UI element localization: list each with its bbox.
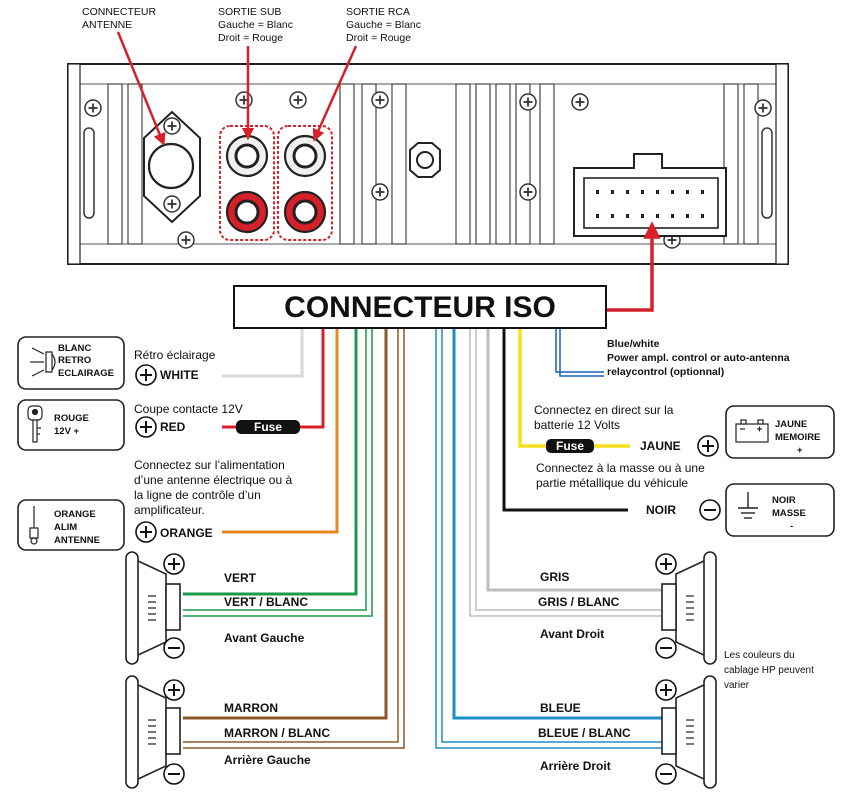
antenna-icon bbox=[29, 506, 39, 545]
rr-wire2: BLEUE / BLANC bbox=[538, 726, 631, 740]
rl-plus-icon bbox=[163, 679, 185, 701]
antenna-label-line2: ANTENNE bbox=[82, 19, 132, 31]
antenna-callout: CONNECTEUR ANTENNE bbox=[82, 6, 166, 146]
fr-name: Avant Droit bbox=[540, 627, 604, 641]
speaker-front-right bbox=[655, 551, 717, 665]
rouge-12v-box: ROUGE 12V + bbox=[17, 399, 125, 451]
yellow-label: JAUNE bbox=[640, 439, 681, 453]
noir-line3: - bbox=[790, 521, 793, 532]
key-icon bbox=[27, 405, 43, 443]
antenna-label-line1: CONNECTEUR bbox=[82, 6, 157, 18]
iso-connector-box: CONNECTEUR ISO bbox=[233, 285, 607, 329]
rca-label-line3: Droit = Rouge bbox=[346, 32, 411, 44]
sub-label-line3: Droit = Rouge bbox=[218, 32, 283, 44]
fr-plus-icon bbox=[655, 553, 677, 575]
ground-icon bbox=[738, 492, 758, 519]
iso-title: CONNECTEUR ISO bbox=[284, 291, 556, 324]
speaker-rear-left bbox=[125, 675, 185, 789]
rr-minus-icon bbox=[655, 763, 677, 785]
orange-desc-1: Connectez sur l’alimentation bbox=[134, 458, 285, 472]
yellow-desc-1: Connectez en direct sur la bbox=[534, 403, 674, 417]
black-desc-1: Connectez à la masse ou à une bbox=[536, 461, 705, 475]
rr-name: Arrière Droit bbox=[540, 759, 611, 773]
noir-line2: MASSE bbox=[772, 508, 806, 519]
fr-wire2: GRIS / BLANC bbox=[538, 595, 620, 609]
noir-masse-box: NOIR MASSE - bbox=[725, 483, 835, 537]
rl-minus-icon bbox=[163, 763, 185, 785]
orange-desc-3: la ligne de contrôle d’un bbox=[134, 488, 261, 502]
ground-bolt bbox=[409, 142, 441, 178]
rca-label-line2: Gauche = Blanc bbox=[346, 19, 421, 31]
fl-minus-icon bbox=[163, 637, 185, 659]
sub-callout: SORTIE SUB Gauche = Blanc Droit = Rouge bbox=[218, 6, 293, 141]
sub-label-line2: Gauche = Blanc bbox=[218, 19, 293, 31]
rca-label-line1: SORTIE RCA bbox=[346, 6, 410, 18]
iso-socket bbox=[573, 153, 727, 237]
rr-wire1: BLEUE bbox=[540, 701, 581, 715]
fr-wire1: GRIS bbox=[540, 570, 569, 584]
rl-wire2: MARRON / BLANC bbox=[224, 726, 330, 740]
fl-plus-icon bbox=[163, 553, 185, 575]
white-label: WHITE bbox=[160, 368, 199, 382]
black-label: NOIR bbox=[646, 503, 676, 517]
rca-callout: SORTIE RCA Gauche = Blanc Droit = Rouge bbox=[312, 6, 421, 142]
bluewhite-desc-1: Blue/white bbox=[607, 338, 660, 350]
rouge-line2: 12V + bbox=[54, 426, 80, 437]
cooling-fins bbox=[107, 83, 759, 245]
note-line1: Les couleurs du bbox=[724, 650, 795, 661]
blanc-retro-box: BLANC RETRO ECLAIRAGE bbox=[17, 336, 125, 390]
speaker-rear-right bbox=[655, 675, 717, 789]
black-minus-icon bbox=[699, 499, 721, 521]
rr-plus-icon bbox=[655, 679, 677, 701]
fl-wire2: VERT / BLANC bbox=[224, 595, 308, 609]
black-desc-2: partie métallique du véhicule bbox=[536, 476, 688, 490]
jaune-line1: JAUNE bbox=[775, 419, 807, 430]
blanc-line1: BLANC bbox=[58, 343, 91, 354]
orange-desc-4: amplificateur. bbox=[134, 503, 205, 517]
radio-unit bbox=[67, 63, 789, 265]
lamp-icon bbox=[30, 347, 56, 377]
rca-output-jacks bbox=[277, 125, 333, 241]
fl-wire1: VERT bbox=[224, 571, 257, 585]
speaker-front-left bbox=[125, 551, 185, 665]
noir-line1: NOIR bbox=[772, 495, 796, 506]
note-line2: cablage HP peuvent bbox=[724, 665, 814, 676]
red-fuse: Fuse bbox=[236, 420, 300, 434]
bluewhite-desc-3: relaycontrol (optionnal) bbox=[607, 366, 724, 378]
orange-line3: ANTENNE bbox=[54, 535, 100, 546]
battery-icon bbox=[735, 419, 769, 443]
orange-line1: ORANGE bbox=[54, 509, 96, 520]
jaune-line2: MEMOIRE bbox=[775, 432, 820, 443]
jaune-memoire-box: JAUNE MEMOIRE + bbox=[725, 405, 835, 459]
jaune-line3: + bbox=[797, 445, 803, 456]
red-label: RED bbox=[160, 420, 186, 434]
orange-line2: ALIM bbox=[54, 522, 77, 533]
orange-desc-2: d’une antenne électrique ou à bbox=[134, 473, 292, 487]
rl-wire1: MARRON bbox=[224, 701, 278, 715]
sub-label-line1: SORTIE SUB bbox=[218, 6, 281, 18]
rouge-line1: ROUGE bbox=[54, 413, 89, 424]
orange-label: ORANGE bbox=[160, 526, 213, 540]
orange-antenna-box: ORANGE ALIM ANTENNE bbox=[17, 499, 125, 551]
white-plus-icon bbox=[135, 364, 157, 386]
fr-minus-icon bbox=[655, 637, 677, 659]
orange-plus-icon bbox=[135, 521, 157, 543]
rl-name: Arrière Gauche bbox=[224, 753, 311, 767]
sub-rca-jacks bbox=[219, 125, 275, 241]
coupe-desc: Coupe contacte 12V bbox=[134, 402, 243, 416]
note-line3: varier bbox=[724, 680, 750, 691]
wires bbox=[183, 326, 662, 749]
bluewhite-desc-2: Power ampl. control or auto-antenna bbox=[607, 352, 790, 364]
fl-name: Avant Gauche bbox=[224, 631, 305, 645]
red-plus-icon bbox=[135, 416, 157, 438]
yellow-fuse-label: Fuse bbox=[556, 439, 584, 453]
yellow-plus-icon bbox=[697, 435, 719, 457]
yellow-desc-2: batterie 12 Volts bbox=[534, 418, 620, 432]
yellow-fuse: Fuse bbox=[546, 439, 594, 453]
red-fuse-label: Fuse bbox=[254, 420, 282, 434]
retro-desc: Rétro éclairage bbox=[134, 348, 216, 362]
blanc-line3: ECLAIRAGE bbox=[58, 368, 114, 379]
blanc-line2: RETRO bbox=[58, 355, 91, 366]
